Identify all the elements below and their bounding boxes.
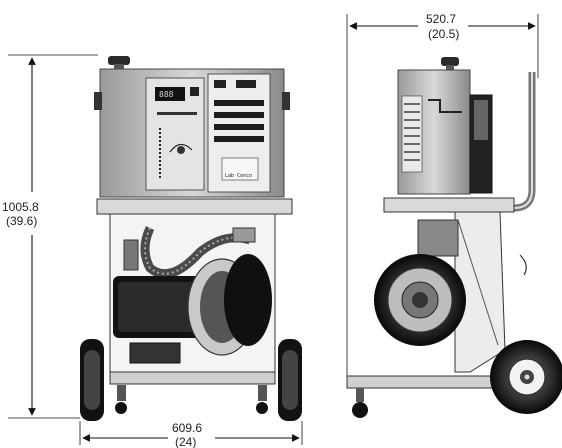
depth-mm-label: 520.7 (426, 12, 456, 26)
side-cabinet (397, 69, 493, 195)
height-mm-label: 1005.8 (2, 200, 39, 214)
brand-label: Lab Conco (225, 173, 252, 179)
cart-handle (500, 72, 536, 212)
height-dimension: 1005.8 (39.6) (2, 54, 98, 419)
front-view: 1005.8 (39.6) 888 (2, 54, 303, 448)
side-pump-end (374, 254, 466, 346)
width-mm-label: 609.6 (172, 421, 202, 435)
side-top-cap (441, 57, 459, 66)
front-cabinet: 888 Lab Conco (94, 68, 290, 198)
depth-in-label: (20.5) (428, 27, 459, 41)
width-dimension: 609.6 (24) (79, 421, 303, 448)
top-cap (108, 56, 130, 65)
display-digits: 888 (159, 90, 174, 99)
front-cart-plate (96, 198, 293, 215)
side-cart-frame (454, 211, 506, 373)
side-cart-plate (383, 197, 515, 213)
side-view: 520.7 (20.5) (346, 12, 562, 418)
side-caster (352, 402, 368, 418)
front-pump-motor (113, 254, 272, 364)
front-casters (115, 385, 268, 414)
depth-dimension: 520.7 (20.5) (346, 12, 539, 382)
height-in-label: (39.6) (6, 214, 37, 228)
width-in-label: (24) (175, 435, 196, 448)
digital-display (155, 87, 185, 101)
side-rear-wheel (490, 340, 562, 414)
